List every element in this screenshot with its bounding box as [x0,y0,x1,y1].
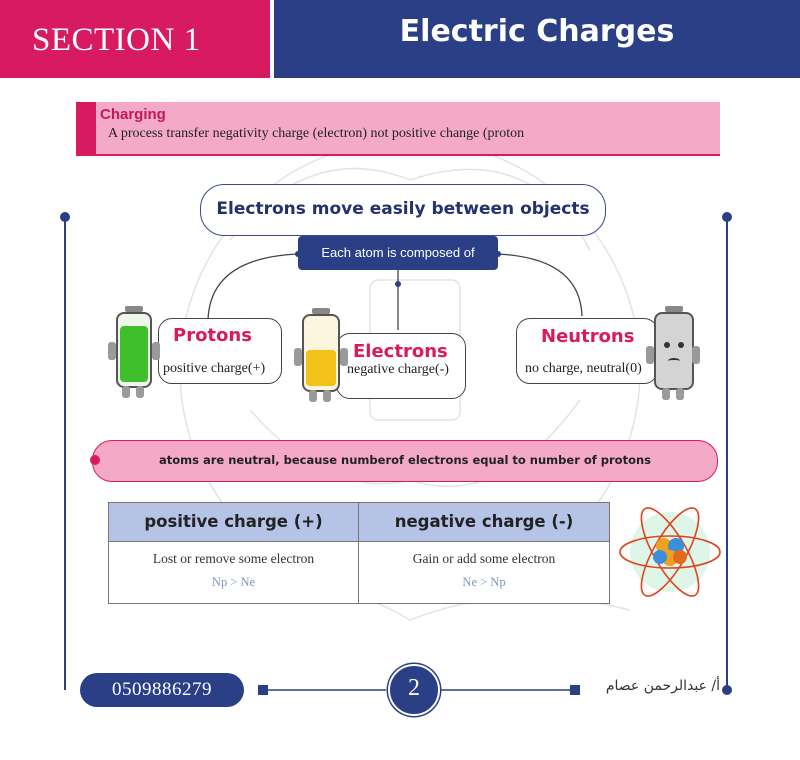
neutral-note-bar: atoms are neutral, because numberof elec… [92,440,718,482]
electrons-desc: negative charge(-) [347,362,449,377]
electrons-card: Electrons negative charge(-) [336,333,466,399]
protons-card: Protons positive charge(+) [158,318,282,384]
electrons-title: Electrons [353,341,448,362]
charging-text: A process transfer negativity charge (el… [108,126,525,141]
footer-connector [258,685,580,695]
electrons-move-label: Electrons move easily between objects [216,199,590,219]
negative-header-cell: negative charge (-) [359,503,609,542]
battery-electrons-icon [294,308,348,402]
author-signature: أ/ عبدالرحمن عصام [605,678,720,694]
atom-composed-label: Each atom is composed of [321,245,475,260]
negative-row2: Ne > Np [462,575,506,589]
page-title: Electric Charges [399,14,675,49]
charge-comparison-table: positive charge (+) negative charge (-) … [108,502,610,604]
negative-row1: Gain or add some electron [412,551,556,566]
left-top-dot [60,212,70,222]
positive-row1: Lost or remove some electron [152,551,315,566]
right-bottom-dot [722,685,732,695]
neutral-note-dot [90,455,100,465]
battery-protons-icon [108,306,160,398]
section-banner: SECTION 1 [0,0,270,78]
neutral-note-text: atoms are neutral, because numberof elec… [158,453,652,467]
atom-icon [619,507,721,597]
left-side-line [64,220,66,690]
positive-row2: Np > Ne [211,575,256,589]
protons-desc: positive charge(+) [163,361,266,376]
right-top-dot [722,212,732,222]
electrons-move-box: Electrons move easily between objects [200,184,606,236]
positive-cell: Lost or remove some electron Np > Ne [109,503,359,603]
neutrons-desc: no charge, neutral(0) [525,361,642,376]
section-label: SECTION 1 [32,22,201,58]
phone-number: 0509886279 [112,679,212,700]
charging-definition-box: Charging A process transfer negativity c… [76,102,720,156]
accent-stripe [76,102,96,154]
atom-composed-box: Each atom is composed of [298,236,498,270]
negative-header: negative charge (-) [394,512,574,531]
page-number: 2 [408,675,420,701]
negative-cell: Gain or add some electron Ne > Np [359,503,609,603]
phone-badge: 0509886279 [80,673,244,707]
right-side-line [726,220,728,690]
page-number-badge: 2 [388,664,440,716]
title-banner: Electric Charges [274,0,800,78]
positive-header: positive charge (+) [144,512,323,531]
protons-title: Protons [173,325,252,346]
charging-title: Charging [100,106,166,123]
neutrons-title: Neutrons [541,326,635,347]
neutrons-card: Neutrons no charge, neutral(0) [516,318,658,384]
battery-neutrons-icon [646,306,702,400]
